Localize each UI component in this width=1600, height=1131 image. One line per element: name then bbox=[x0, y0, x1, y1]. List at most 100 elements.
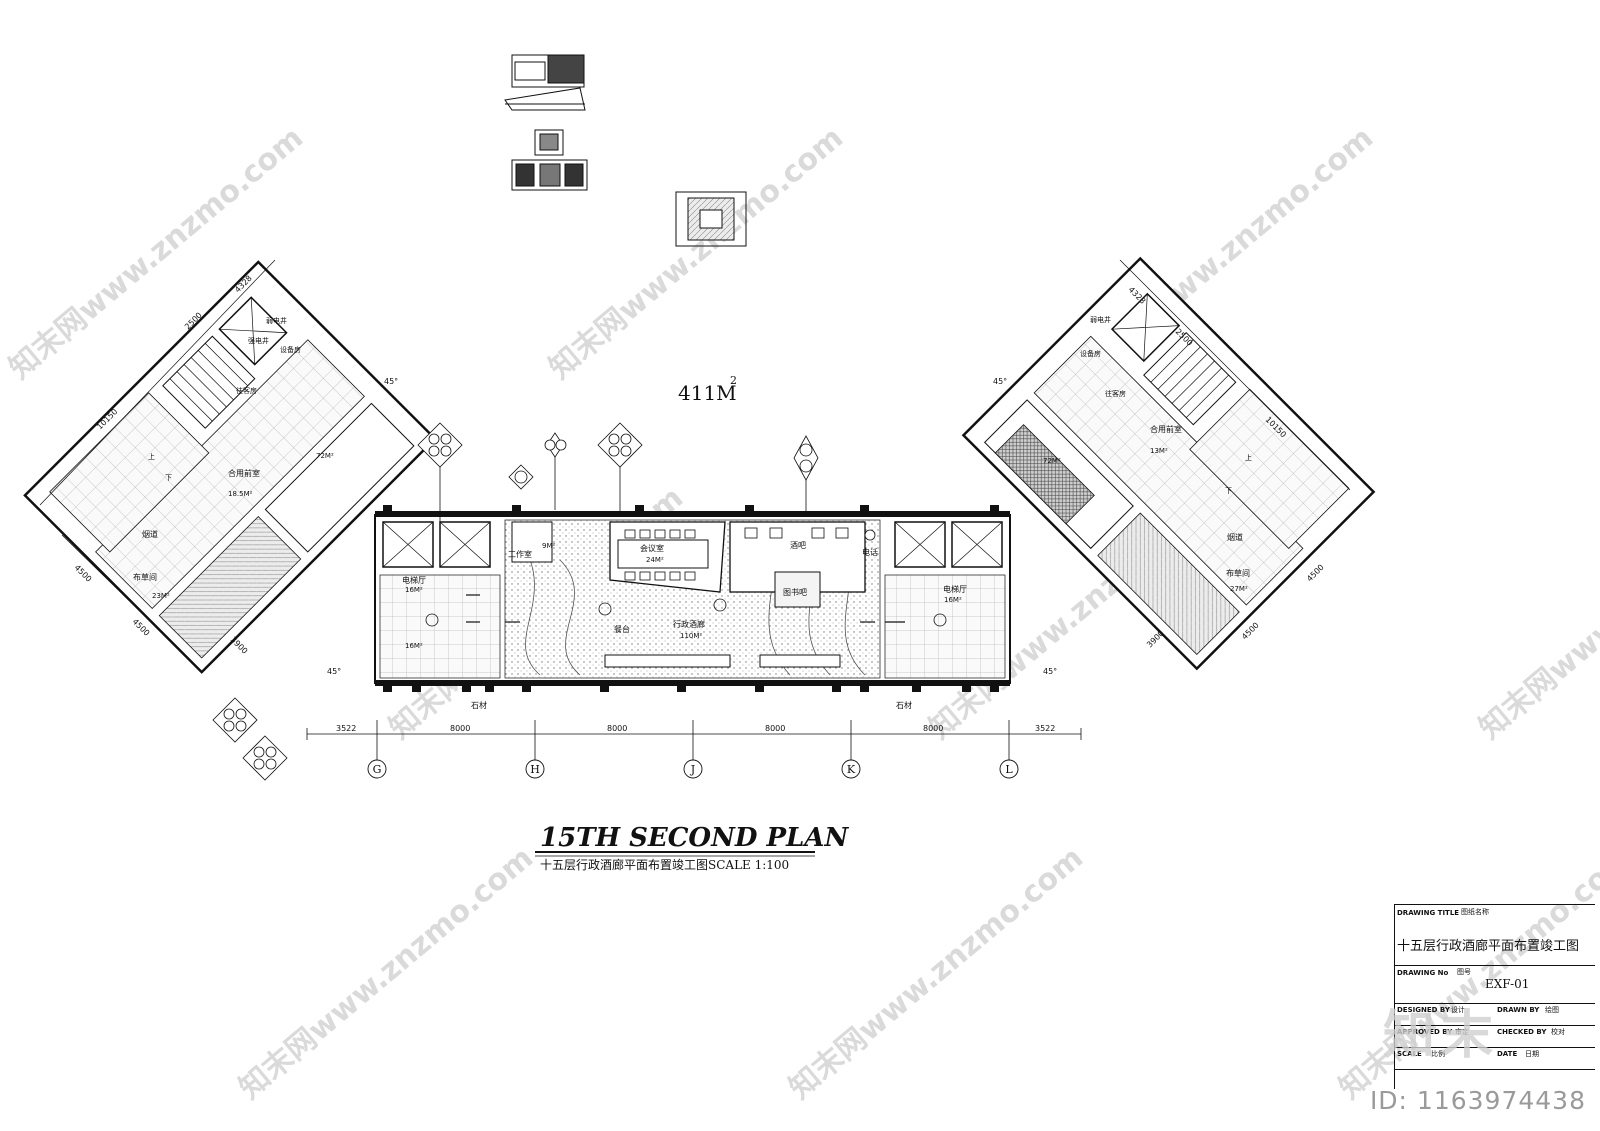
room-linen-left: 布草间 bbox=[133, 572, 157, 582]
area-sup: 2 bbox=[730, 374, 737, 387]
room-phone: 电话 bbox=[862, 547, 878, 557]
room-meeting: 会议室 bbox=[640, 543, 664, 553]
right-wing bbox=[961, 256, 1376, 671]
room-duct-right: 烟道 bbox=[1227, 532, 1243, 542]
room-office: 工作室 bbox=[508, 549, 532, 559]
drawing-no-value: EXF-01 bbox=[1485, 977, 1530, 991]
title-block-row-scale: SCALE 比例 DATE 日期 bbox=[1395, 1047, 1595, 1070]
grid-marker-g: G bbox=[367, 759, 387, 779]
wing-dim-left: 4500 bbox=[73, 563, 94, 584]
watermark-text: 知末网www.znzmo.com bbox=[233, 840, 540, 1106]
dim-label: 3522 bbox=[336, 724, 356, 733]
drawing-title-block: DRAWING TITLE 图纸名称 十五层行政酒廊平面布置竣工图 DRAWIN… bbox=[1383, 904, 1595, 1089]
room-shared-front-right: 合用前室 bbox=[1150, 424, 1182, 434]
central-corridor bbox=[374, 505, 1011, 692]
plan-title-block: 15TH SECOND PLAN 十五层行政酒廊平面布置竣工图SCALE 1:1… bbox=[535, 823, 849, 872]
dim-label: 8000 bbox=[450, 724, 470, 733]
angle-right-bottom: 45° bbox=[1043, 667, 1057, 676]
section-marker bbox=[212, 697, 258, 743]
grid-marker-l: L bbox=[999, 759, 1019, 779]
drawn-by-label: DRAWN BY bbox=[1497, 1006, 1540, 1014]
dim-label: 8000 bbox=[607, 724, 627, 733]
stone-label-right: 石材 bbox=[896, 700, 912, 710]
title-block-row-title: DRAWING TITLE 图纸名称 十五层行政酒廊平面布置竣工图 bbox=[1395, 905, 1595, 966]
dim-label: 8000 bbox=[923, 724, 943, 733]
svg-text:L: L bbox=[1005, 763, 1013, 776]
angle-right-top: 45° bbox=[993, 377, 1007, 386]
title-block-row-design: DESIGNED BY 设计 DRAWN BY 绘图 bbox=[1395, 1003, 1595, 1026]
room-duct-left: 烟道 bbox=[142, 529, 158, 539]
drawing-no-label: DRAWING No bbox=[1397, 969, 1449, 977]
designed-by-label: DESIGNED BY bbox=[1397, 1006, 1450, 1014]
checked-by-cn: 校对 bbox=[1551, 1028, 1565, 1036]
stone-label-left: 石材 bbox=[471, 700, 487, 710]
wing-dim-left: 3900 bbox=[229, 635, 250, 656]
left-wing bbox=[23, 260, 437, 674]
title-block-row-approve: APPROVED BY 审定 CHECKED BY 校对 bbox=[1395, 1025, 1595, 1048]
date-cn: 日期 bbox=[1525, 1050, 1539, 1058]
room-bar: 酒吧 bbox=[790, 541, 806, 550]
room-elevator-hall-right: 电梯厅 bbox=[943, 584, 967, 594]
section-marker bbox=[417, 422, 463, 525]
stair-down-right: 下 bbox=[1225, 487, 1232, 495]
area-label: 411M bbox=[678, 381, 737, 405]
room-elevator-area-left: 16M² bbox=[405, 586, 423, 594]
room-linen-left-area: 23M² bbox=[152, 592, 170, 600]
room-equipment-left: 设备房 bbox=[280, 345, 301, 354]
room-library: 图书吧 bbox=[783, 587, 807, 597]
room-office-area: 9M² bbox=[542, 542, 555, 550]
stair-up-left: 上 bbox=[148, 452, 155, 461]
watermark-logo: 知末 bbox=[1383, 1006, 1500, 1066]
title-block-row-number: DRAWING No 图号 EXF-01 bbox=[1395, 965, 1595, 1004]
svg-text:G: G bbox=[373, 763, 382, 776]
room-shared-front-left-area: 18.5M² bbox=[228, 490, 253, 498]
room-elevator-area-left-2: 16M² bbox=[405, 642, 423, 650]
plan-subtitle: 十五层行政酒廊平面布置竣工图SCALE 1:100 bbox=[540, 857, 789, 872]
drawing-title-cn: 图纸名称 bbox=[1461, 908, 1489, 916]
grid-marker-k: K bbox=[841, 759, 861, 779]
approved-by-cn: 审定 bbox=[1455, 1028, 1469, 1036]
room-strong-shaft-left: 强电井 bbox=[248, 336, 269, 345]
room-corridor-left: 72M² bbox=[316, 452, 334, 460]
dimension-labels: 3522 8000 8000 8000 8000 3522 bbox=[336, 724, 1055, 733]
watermark-text: 知末网www.znzmo.com bbox=[543, 120, 850, 386]
dim-label: 8000 bbox=[765, 724, 785, 733]
dim-label: 3522 bbox=[1035, 724, 1055, 733]
svg-text:J: J bbox=[690, 763, 695, 776]
section-marker bbox=[597, 422, 643, 515]
plan-title: 15TH SECOND PLAN bbox=[540, 823, 849, 853]
room-elevator-area-right: 16M² bbox=[944, 596, 962, 604]
angle-left-bottom: 45° bbox=[327, 667, 341, 676]
designed-by-cn: 设计 bbox=[1451, 1006, 1465, 1014]
grid-marker-j: J bbox=[683, 759, 703, 779]
section-marker bbox=[508, 464, 534, 490]
watermark-text: 知末网www.znzmo.com bbox=[1473, 480, 1600, 746]
stair-down-left: 下 bbox=[165, 474, 172, 482]
room-executive-lounge: 行政酒廊 bbox=[673, 619, 705, 629]
checked-by-label: CHECKED BY bbox=[1497, 1028, 1547, 1036]
room-corridor-right: 72M² bbox=[1043, 457, 1061, 465]
id-label: ID: 1163974438 bbox=[1369, 1086, 1586, 1115]
room-weak-shaft-left: 弱电井 bbox=[266, 316, 287, 325]
drawing-no-cn: 图号 bbox=[1457, 968, 1471, 976]
section-marker bbox=[544, 432, 567, 510]
room-meeting-area: 24M² bbox=[646, 556, 664, 564]
detail-thumbnails bbox=[504, 54, 747, 247]
date-label: DATE bbox=[1497, 1050, 1518, 1058]
approved-by-label: APPROVED BY bbox=[1397, 1028, 1453, 1036]
watermark-text: 知末网www.znzmo.com bbox=[783, 840, 1090, 1106]
wing-dimension-lines bbox=[39, 259, 1351, 666]
scale-label: SCALE bbox=[1397, 1050, 1422, 1058]
dimension-line bbox=[306, 720, 1082, 760]
room-buffet: 餐台 bbox=[614, 624, 630, 634]
wing-dim-right: 4500 bbox=[1305, 563, 1326, 584]
drawn-by-cn: 绘图 bbox=[1545, 1006, 1559, 1014]
svg-text:H: H bbox=[530, 763, 540, 776]
room-to-guest-right: 往客房 bbox=[1105, 389, 1126, 398]
room-weak-shaft-right: 弱电井 bbox=[1090, 315, 1111, 324]
room-equipment-right: 设备房 bbox=[1080, 349, 1101, 358]
drawing-title-value: 十五层行政酒廊平面布置竣工图 bbox=[1397, 939, 1580, 954]
room-elevator-hall-left: 电梯厅 bbox=[402, 575, 426, 585]
drawing-title-label: DRAWING TITLE bbox=[1397, 909, 1460, 917]
